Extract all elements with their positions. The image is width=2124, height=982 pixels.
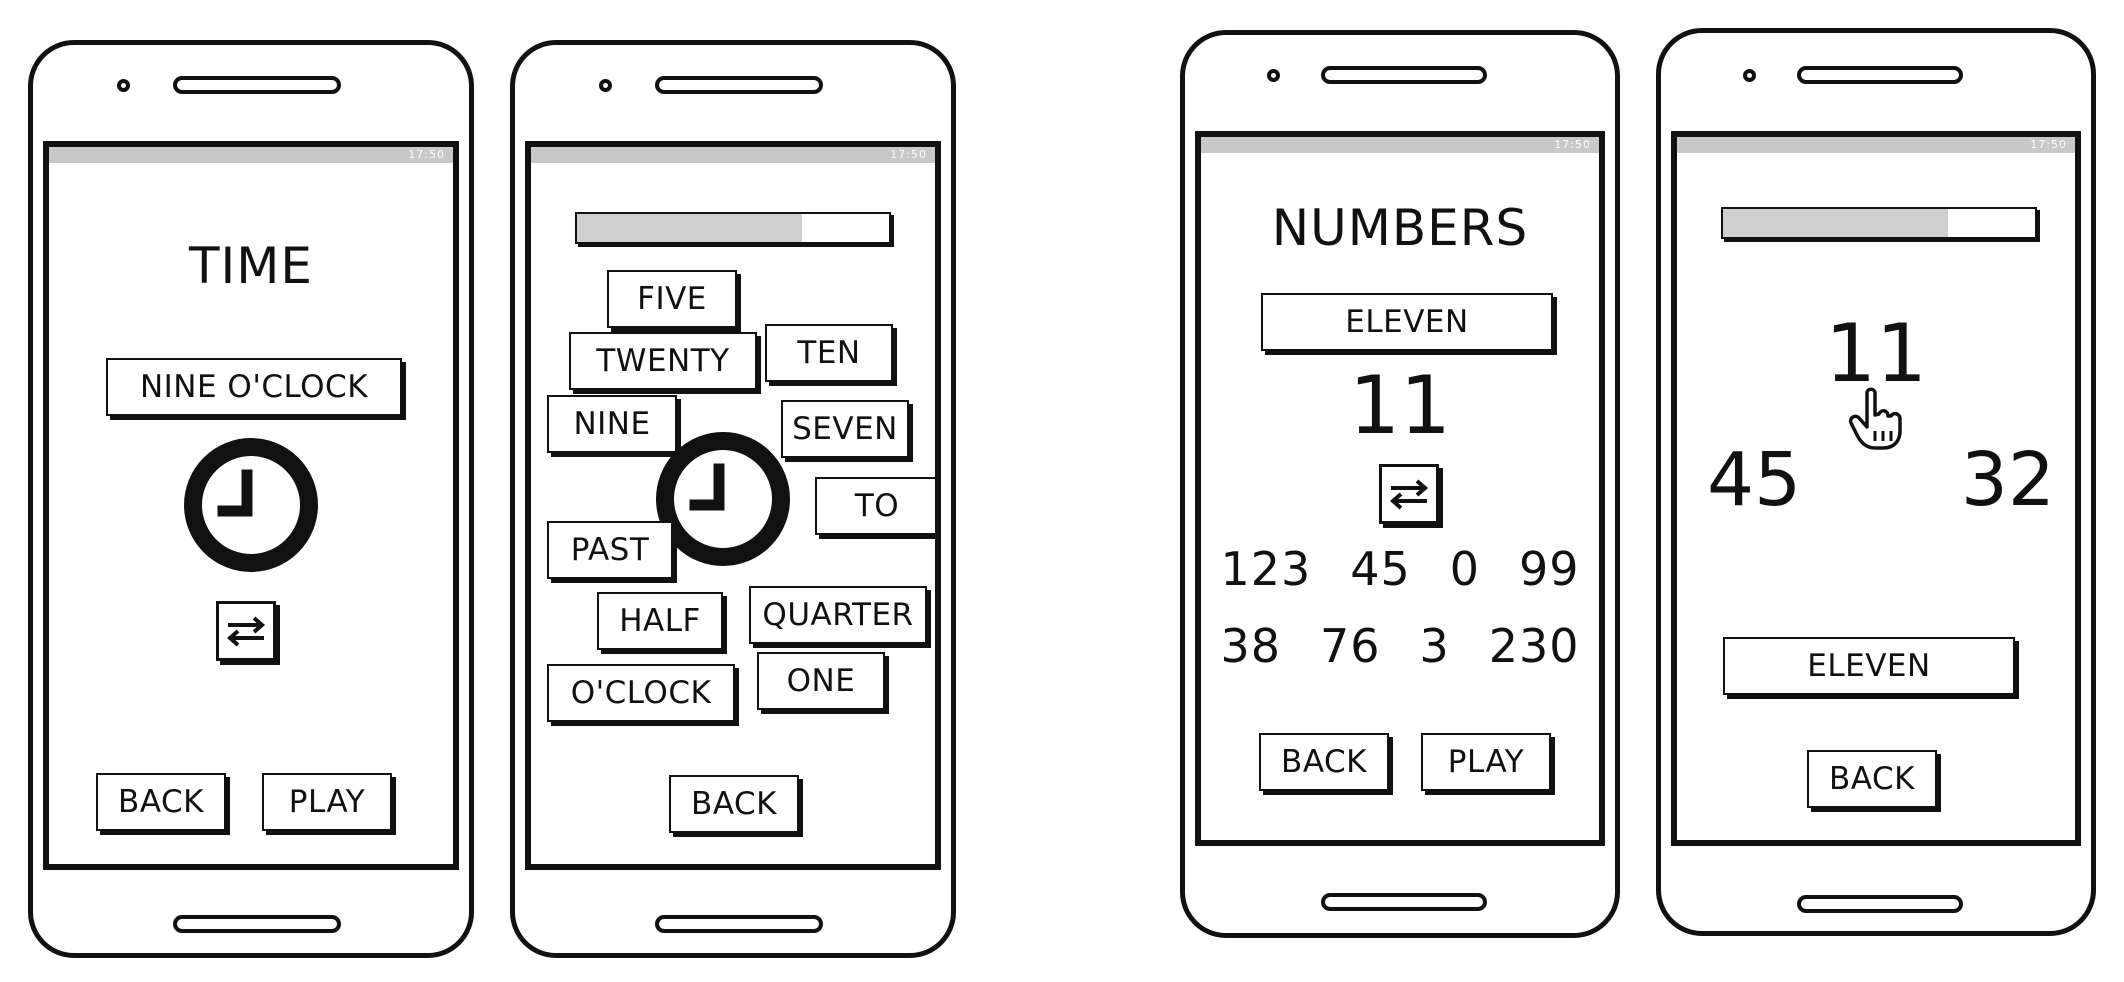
status-time: 17:50 [408, 148, 445, 161]
number-choice[interactable]: 45 [1350, 542, 1411, 596]
phone-frame-time-game: 17:50 FIVE TWENTY TEN NINE SEVEN TO PAST… [510, 40, 956, 958]
number-choice-right[interactable]: 32 [1960, 437, 2055, 523]
progress-fill [1723, 209, 1948, 237]
phone-frame-time: 17:50 TIME NINE O'CLOCK BACK PLAY [28, 40, 474, 958]
back-button[interactable]: BACK [669, 775, 799, 833]
number-choice[interactable]: 3 [1419, 619, 1450, 673]
number-choice[interactable]: 0 [1449, 542, 1481, 596]
status-time: 17:50 [2030, 138, 2067, 151]
home-button [1797, 895, 1963, 913]
status-bar: 17:50 [1677, 137, 2075, 153]
status-bar: 17:50 [531, 147, 935, 163]
status-time: 17:50 [1554, 138, 1591, 151]
word-tile[interactable]: TEN [765, 324, 893, 382]
progress-bar [575, 212, 891, 244]
phone-frame-numbers-game: 17:50 11 45 32 ELEVEN BACK [1656, 28, 2096, 936]
hand-pointer-icon [1848, 387, 1902, 450]
clock-icon [656, 432, 790, 566]
progress-fill [577, 214, 802, 242]
status-bar: 17:50 [1201, 137, 1599, 153]
back-button[interactable]: BACK [96, 773, 226, 831]
play-button[interactable]: PLAY [262, 773, 392, 831]
swap-icon [1389, 479, 1429, 510]
word-tile[interactable]: TWENTY [569, 332, 757, 390]
target-number: 11 [1825, 307, 1927, 400]
number-choices-row-2: 38 76 3 230 [1201, 619, 1599, 673]
number-choice[interactable]: 230 [1488, 619, 1580, 673]
screen-numbers-game: 17:50 11 45 32 ELEVEN BACK [1671, 131, 2081, 846]
word-tile[interactable]: QUARTER [749, 586, 927, 644]
screen-numbers: 17:50 NUMBERS ELEVEN 11 123 45 0 99 38 7… [1195, 131, 1605, 846]
camera-dot [1743, 69, 1756, 82]
swap-icon [226, 616, 266, 647]
displayed-number: 11 [1349, 359, 1451, 452]
earpiece [173, 76, 341, 94]
word-tile[interactable]: O'CLOCK [547, 664, 735, 722]
home-button [173, 915, 341, 933]
number-choice[interactable]: 99 [1518, 542, 1580, 596]
number-choice[interactable]: 76 [1319, 619, 1381, 673]
number-choice[interactable]: 38 [1220, 619, 1282, 673]
number-word-button[interactable]: ELEVEN [1723, 637, 2015, 695]
back-button[interactable]: BACK [1807, 750, 1937, 808]
status-bar: 17:50 [49, 147, 453, 163]
earpiece [1321, 66, 1487, 84]
screen-time: 17:50 TIME NINE O'CLOCK BACK PLAY [43, 141, 459, 870]
back-button[interactable]: BACK [1259, 733, 1389, 791]
status-time: 17:50 [890, 148, 927, 161]
word-tile[interactable]: TO [815, 477, 935, 535]
camera-dot [1267, 69, 1280, 82]
earpiece [1797, 66, 1963, 84]
number-word-button[interactable]: ELEVEN [1261, 293, 1553, 351]
page-title: TIME [188, 237, 314, 295]
screen-time-game: 17:50 FIVE TWENTY TEN NINE SEVEN TO PAST… [525, 141, 941, 870]
word-tile[interactable]: ONE [757, 652, 885, 710]
word-tile[interactable]: NINE [547, 395, 677, 453]
progress-bar [1721, 207, 2037, 239]
number-choices-row-1: 123 45 0 99 [1201, 542, 1599, 596]
swap-button[interactable] [216, 601, 276, 661]
camera-dot [117, 79, 130, 92]
number-choice[interactable]: 123 [1220, 542, 1312, 596]
play-button[interactable]: PLAY [1421, 733, 1551, 791]
word-tile[interactable]: FIVE [607, 270, 737, 328]
word-tile[interactable]: PAST [547, 521, 673, 579]
clock-icon [184, 438, 318, 572]
home-button [655, 915, 823, 933]
word-tile[interactable]: SEVEN [781, 400, 909, 458]
earpiece [655, 76, 823, 94]
phone-frame-numbers: 17:50 NUMBERS ELEVEN 11 123 45 0 99 38 7… [1180, 30, 1620, 938]
camera-dot [599, 79, 612, 92]
home-button [1321, 893, 1487, 911]
number-choice-left[interactable]: 45 [1707, 437, 1802, 523]
word-tile[interactable]: HALF [597, 592, 723, 650]
page-title: NUMBERS [1271, 199, 1529, 257]
swap-button[interactable] [1379, 464, 1439, 524]
time-phrase-button[interactable]: NINE O'CLOCK [106, 358, 402, 416]
